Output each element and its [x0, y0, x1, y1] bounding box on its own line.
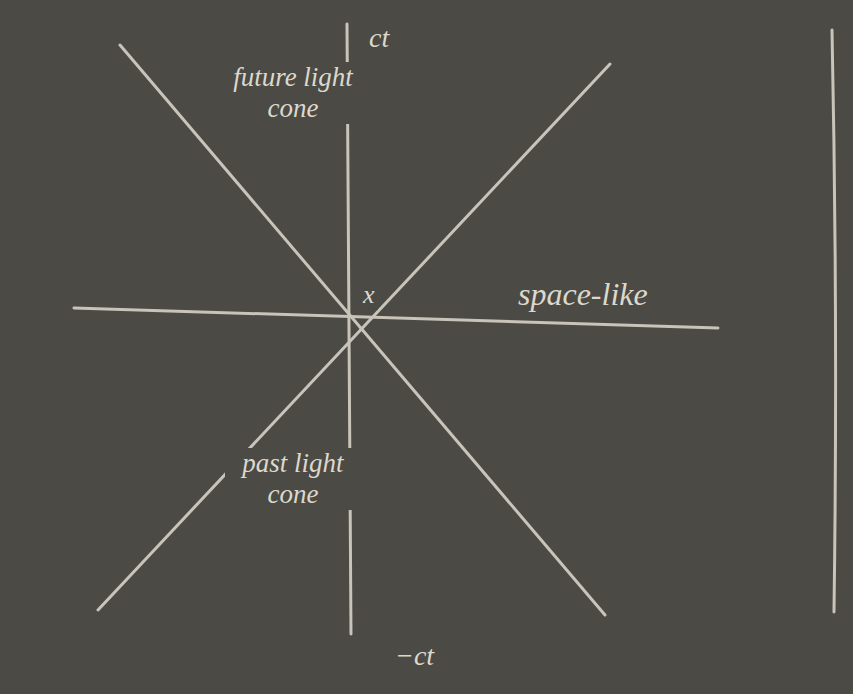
axis-label: −ct: [392, 640, 437, 672]
region-label: future light cone: [205, 62, 381, 124]
region-label: space-like: [515, 276, 651, 313]
light-cone-line: [98, 64, 610, 610]
board-edge-line: [832, 30, 836, 612]
axis-label: ct: [366, 22, 392, 54]
region-label: past light cone: [225, 448, 361, 510]
axis-label: x: [360, 280, 378, 310]
